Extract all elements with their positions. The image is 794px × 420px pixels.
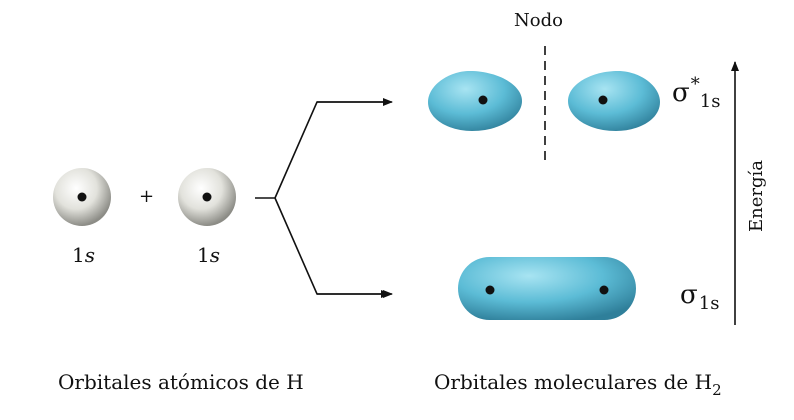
antibonding-subscript-text: 1s [699, 91, 721, 112]
antibonding-star: * [690, 74, 700, 95]
antibonding-nucleus-left [478, 95, 488, 105]
molecular-caption-subscript: 2 [712, 381, 722, 399]
orbital-number-left: 1 [72, 243, 85, 267]
orbital-label-left: 1s [72, 245, 95, 265]
orbital-letter-left: s [84, 243, 95, 267]
connector-line [255, 101, 390, 294]
bonding-subscript-text: 1s [698, 293, 720, 314]
orbital-letter-right: s [209, 243, 220, 267]
antibonding-sigma: σ [672, 78, 690, 108]
bonding-subscript: 1s [699, 293, 720, 314]
nucleus-right [202, 192, 212, 202]
antibonding-label: σ*1s [672, 76, 720, 111]
molecular-caption-text: Orbitales moleculares de H [434, 370, 713, 394]
bonding-label: σ1s [680, 280, 719, 313]
bonding-nucleus-right [599, 285, 609, 295]
antibonding-lobe-left [428, 71, 522, 131]
nucleus-left [77, 192, 87, 202]
node-label: Nodo [514, 10, 563, 31]
bonding-orbital [458, 257, 636, 320]
atomic-caption: Orbitales atómicos de H [58, 370, 304, 394]
molecular-caption: Orbitales moleculares de H2 [434, 370, 722, 398]
energy-label: Energía [746, 160, 767, 232]
plus-sign: + [139, 186, 155, 207]
antibonding-nucleus-right [598, 95, 608, 105]
orbital-number-right: 1 [197, 243, 210, 267]
antibonding-lobe-right [568, 71, 660, 131]
antibonding-subscript: 1s [700, 91, 721, 112]
bonding-sigma: σ [680, 280, 698, 310]
orbital-label-right: 1s [197, 245, 220, 265]
bonding-nucleus-left [485, 285, 495, 295]
